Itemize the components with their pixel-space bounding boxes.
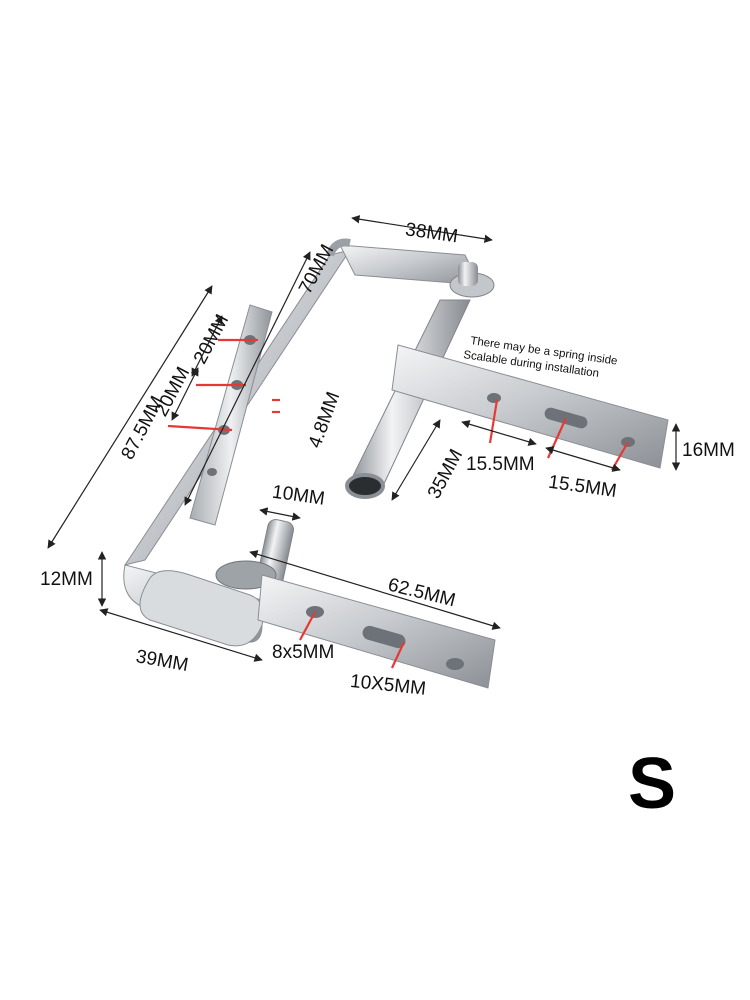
top-plate-hole (487, 393, 501, 403)
dim-base-height: 12MM (40, 569, 93, 590)
side-plate-hole (207, 468, 217, 476)
dim-top-plate-width: 16MM (682, 440, 735, 461)
dim-round-hole: 8x5MM (272, 642, 334, 663)
bottom-plate (257, 574, 496, 689)
dim-top-hole-spacing-a: 15.5MM (466, 454, 535, 475)
bottom-plate-slot (362, 625, 406, 649)
size-label: S (628, 744, 677, 824)
dim-pin-diameter: 10MM (271, 482, 326, 510)
dim-slot-hole: 10X5MM (349, 671, 427, 700)
dim-pin-length: 35MM (424, 446, 467, 502)
dimension-lines (47, 215, 681, 662)
dim-base-width: 39MM (134, 646, 190, 676)
dim-top-hole-spacing-b: 15.5MM (547, 472, 618, 502)
dim-top-width: 38MM (404, 219, 459, 247)
dim-bottom-plate-length: 62.5MM (386, 574, 458, 611)
bottom-plate-hole (446, 658, 464, 670)
dim-thickness: 4.8MM (305, 389, 345, 451)
